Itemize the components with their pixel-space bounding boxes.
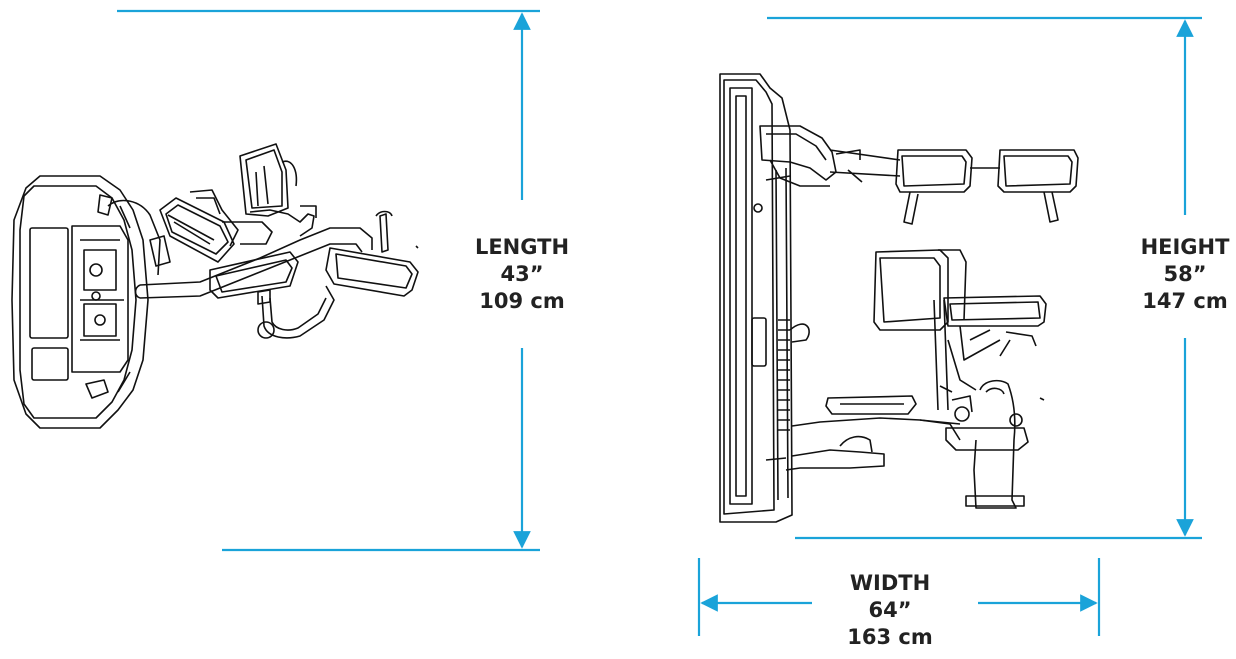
- width-cm: 163 cm: [847, 625, 933, 649]
- width-label: WIDTH 64” 163 cm: [830, 570, 950, 651]
- width-name: WIDTH: [849, 571, 931, 595]
- height-dimension: [767, 16, 1202, 540]
- machine-side-view-drawing: [719, 73, 1079, 523]
- length-dimension: [117, 9, 540, 552]
- length-label: LENGTH 43” 109 cm: [462, 234, 582, 315]
- height-inches: 58”: [1163, 262, 1207, 286]
- length-name: LENGTH: [474, 235, 570, 259]
- length-inches: 43”: [500, 262, 544, 286]
- width-inches: 64”: [868, 598, 912, 622]
- length-cm: 109 cm: [479, 289, 565, 313]
- width-dimension: [697, 558, 1101, 636]
- height-name: HEIGHT: [1140, 235, 1230, 259]
- height-cm: 147 cm: [1142, 289, 1228, 313]
- height-label: HEIGHT 58” 147 cm: [1125, 234, 1236, 315]
- machine-top-view-drawing: [11, 143, 419, 429]
